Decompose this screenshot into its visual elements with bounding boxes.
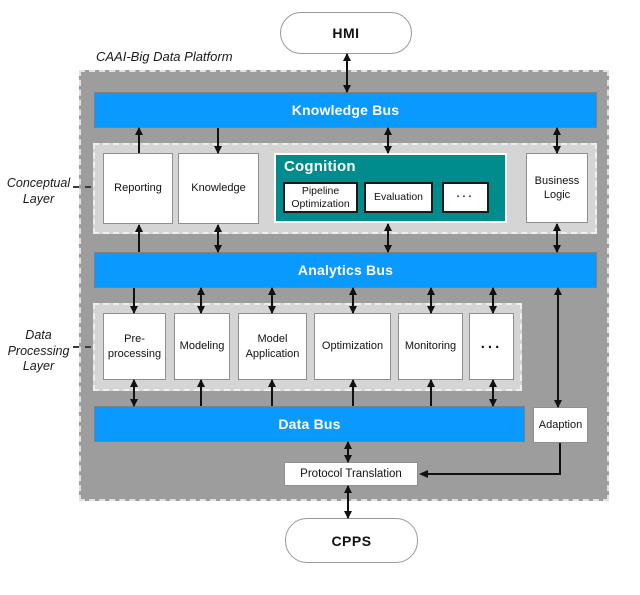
arrow-knowledge-bus-cognition xyxy=(384,127,392,154)
arrow-monitoring-analytics-bus xyxy=(427,287,435,314)
arrow-adaption-elbow-horizontal xyxy=(427,473,561,475)
data-bus: Data Bus xyxy=(94,406,525,442)
arrow-model-application-analytics-bus xyxy=(268,287,276,314)
pipeline-optimization-box: Pipeline Optimization xyxy=(283,182,358,213)
arrow-analytics-bus-adaption xyxy=(554,287,562,408)
arrow-data-bus-protocol-translation xyxy=(344,441,352,463)
protocol-translation-box: Protocol Translation xyxy=(284,462,418,486)
arrow-optimization-analytics-bus xyxy=(349,287,357,314)
cognition-group: Cognition Pipeline Optimization Evaluati… xyxy=(274,153,507,223)
arrow-analytics-bus-to-reporting xyxy=(135,224,143,252)
arrow-protocol-translation-cpps xyxy=(344,485,352,519)
preprocessing-box: Pre-processing xyxy=(103,313,166,380)
analytics-bus-label: Analytics Bus xyxy=(297,262,394,278)
conceptual-layer-tick xyxy=(73,186,91,188)
cognition-more-box: ... xyxy=(442,182,489,213)
arrow-dp-more-data-bus xyxy=(489,379,497,407)
optimization-box: Optimization xyxy=(314,313,391,380)
model-application-box: Model Application xyxy=(238,313,307,380)
reporting-box: Reporting xyxy=(103,153,173,224)
hmi-label: HMI xyxy=(332,25,360,41)
conceptual-layer-label: Conceptual Layer xyxy=(6,176,71,206)
arrow-cognition-analytics-bus xyxy=(384,223,392,253)
evaluation-box: Evaluation xyxy=(364,182,433,213)
modeling-box: Modeling xyxy=(174,313,230,380)
platform-caption: CAAI-Big Data Platform xyxy=(96,49,233,64)
arrow-data-bus-to-optimization xyxy=(349,379,357,406)
data-bus-label: Data Bus xyxy=(278,416,341,432)
arrow-knowledge-analytics-bus xyxy=(214,224,222,253)
arrow-analytics-bus-to-preprocessing xyxy=(130,288,138,314)
monitoring-box: Monitoring xyxy=(398,313,463,380)
arrow-business-logic-analytics-bus xyxy=(553,223,561,253)
arrow-dp-more-analytics-bus xyxy=(489,287,497,314)
knowledge-box: Knowledge xyxy=(178,153,259,224)
arrow-knowledge-bus-business-logic xyxy=(553,127,561,154)
arrow-preprocessing-data-bus xyxy=(130,379,138,407)
data-processing-layer-label: Data Processing Layer xyxy=(7,328,70,374)
analytics-bus: Analytics Bus xyxy=(94,252,597,288)
knowledge-bus-label: Knowledge Bus xyxy=(291,102,400,118)
cpps-label: CPPS xyxy=(331,532,372,549)
knowledge-bus: Knowledge Bus xyxy=(94,92,597,128)
arrow-adaption-elbow-vertical xyxy=(559,443,561,475)
arrow-knowledge-bus-to-knowledge xyxy=(214,128,222,154)
business-logic-box: Business Logic xyxy=(526,153,588,223)
arrow-data-bus-to-monitoring xyxy=(427,379,435,406)
arrow-data-bus-to-model-application xyxy=(268,379,276,406)
data-processing-layer-tick xyxy=(73,346,91,348)
arrow-hmi-knowledge-bus xyxy=(343,53,351,93)
arrow-data-bus-to-modeling xyxy=(197,379,205,406)
adaption-box: Adaption xyxy=(533,407,588,443)
cpps-node: CPPS xyxy=(285,518,418,563)
cognition-title: Cognition xyxy=(284,158,356,175)
dp-more-box: ... xyxy=(469,313,514,380)
arrow-adaption-to-protocol-head xyxy=(419,470,428,478)
arrow-reporting-to-knowledge-bus xyxy=(135,127,143,153)
arrow-modeling-analytics-bus xyxy=(197,287,205,314)
hmi-node: HMI xyxy=(280,12,412,54)
